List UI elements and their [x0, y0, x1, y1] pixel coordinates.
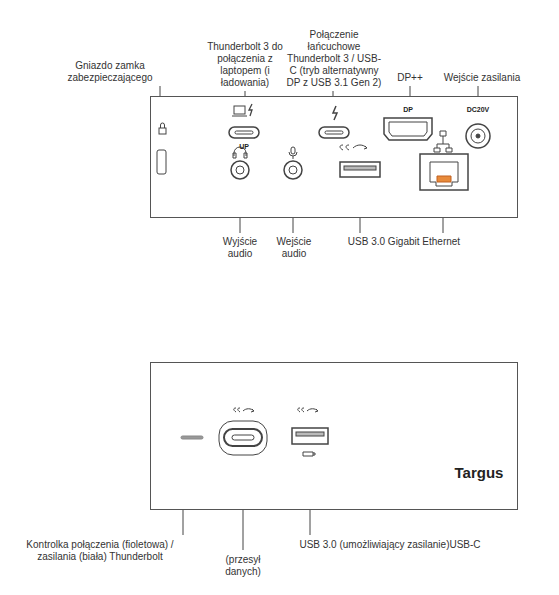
callout-label: Połączenie łańcuchowe Thunderbolt 3 / US…	[286, 29, 382, 89]
dock-panel: Targus	[150, 362, 518, 510]
port-marking: DC20V	[467, 106, 490, 113]
callout-label: Kontrolka połączenia (fioletowa) / zasil…	[15, 539, 185, 563]
callout-label: USB 3.0 Gigabit Ethernet	[334, 236, 474, 248]
callout-label: DP++	[390, 72, 430, 84]
callout-label: Gniazdo zamka zabezpieczającego	[55, 60, 165, 84]
dock-panel: UP DP DC20V	[150, 96, 518, 218]
port-marking: UP	[239, 143, 249, 150]
callout-label: Thunderbolt 3 do połączenia z laptopem (…	[207, 41, 283, 89]
callout-label: Wyjście audio	[217, 236, 263, 260]
callout-label: (przesył danych)	[218, 554, 268, 578]
callout-label: Wejście zasilania	[440, 72, 524, 84]
port-marking: DP	[403, 106, 413, 113]
brand-logo: Targus	[455, 464, 504, 481]
callout-label: Wejście audio	[271, 236, 317, 260]
callout-label: USB 3.0 (umożliwiający zasilanie)USB-C	[290, 539, 490, 551]
